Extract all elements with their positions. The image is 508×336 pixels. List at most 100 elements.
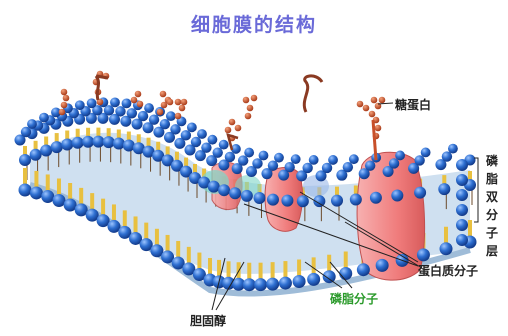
head-ball — [421, 148, 431, 158]
head-ball — [39, 113, 49, 123]
head-ball — [110, 97, 120, 107]
head-ball — [92, 136, 104, 148]
head-ball — [243, 278, 256, 291]
head-ball — [51, 141, 63, 153]
head-ball — [19, 154, 31, 166]
head-ball — [87, 98, 97, 108]
sugar-bead — [181, 99, 188, 106]
head-ball — [238, 155, 248, 165]
head-ball — [302, 163, 312, 173]
head-ball — [41, 190, 54, 203]
head-ball — [365, 160, 375, 170]
sugar-bead — [363, 105, 370, 112]
head-ball — [201, 142, 211, 152]
head-ball — [370, 192, 382, 204]
sugar-bead — [175, 113, 182, 120]
head-ball — [357, 263, 370, 276]
head-ball — [218, 184, 230, 196]
sugar-bead — [225, 127, 232, 134]
head-ball — [448, 144, 458, 154]
sugar-bead — [63, 95, 70, 102]
head-ball — [21, 127, 31, 137]
label-phospholipid-molecule: 磷脂分子 — [330, 290, 378, 307]
sugar-bead — [137, 101, 144, 108]
head-ball — [241, 190, 253, 202]
head-ball — [259, 151, 269, 161]
head-ball — [64, 198, 77, 211]
head-ball — [279, 277, 292, 290]
head-ball — [343, 162, 353, 172]
head-ball — [456, 189, 468, 201]
head-ball — [225, 152, 235, 162]
head-ball — [438, 183, 450, 195]
head-ball — [115, 106, 125, 116]
sugar-bead — [175, 99, 182, 106]
head-ball — [291, 154, 301, 164]
head-ball — [456, 219, 468, 231]
sugar-bead — [375, 125, 382, 132]
sugar-stalk — [96, 76, 108, 100]
head-ball — [75, 100, 85, 110]
label-cholesterol: 胆固醇 — [190, 312, 226, 329]
head-ball — [27, 119, 37, 129]
head-ball — [297, 195, 309, 207]
label-glycoprotein: 糖蛋白 — [395, 96, 431, 113]
head-ball — [456, 159, 468, 171]
label-protein-molecule: 蛋白质分子 — [418, 262, 478, 279]
head-ball — [323, 270, 336, 283]
head-ball — [244, 148, 254, 158]
sugar-bead — [243, 97, 250, 104]
sugar-bead — [369, 111, 376, 118]
head-ball — [138, 111, 148, 121]
head-ball — [208, 135, 218, 145]
sugar-bead — [371, 97, 378, 104]
head-ball — [389, 158, 399, 168]
sugar-bead — [379, 97, 386, 104]
sugar-bead — [157, 109, 164, 116]
label-phospholipid-bilayer: 磷脂双分子层 — [484, 152, 500, 260]
head-ball — [166, 111, 176, 121]
head-ball — [72, 137, 84, 149]
head-ball — [253, 192, 265, 204]
head-ball — [30, 186, 43, 199]
sugar-bead — [135, 91, 142, 98]
head-ball — [339, 267, 352, 280]
head-ball — [307, 273, 320, 286]
head-ball — [82, 136, 94, 148]
head-ball — [414, 155, 424, 165]
head-ball — [376, 259, 389, 272]
head-ball — [170, 124, 180, 134]
head-ball — [456, 204, 468, 216]
head-ball — [268, 160, 278, 170]
head-ball — [219, 140, 229, 150]
sugar-bead — [357, 101, 364, 108]
head-ball — [103, 136, 115, 148]
head-ball — [267, 194, 279, 206]
head-ball — [309, 155, 319, 165]
head-ball — [160, 119, 170, 129]
head-ball — [208, 181, 220, 193]
head-ball — [284, 162, 294, 172]
head-ball — [456, 174, 468, 186]
sugar-bead — [61, 89, 68, 96]
sugar-bead — [131, 97, 138, 104]
head-ball — [281, 195, 293, 207]
head-ball — [40, 145, 52, 157]
head-ball — [149, 115, 159, 125]
head-ball — [52, 194, 65, 207]
sugar-bead — [160, 91, 167, 98]
head-ball — [254, 278, 267, 291]
sugar-bead — [247, 105, 254, 112]
head-ball — [252, 158, 262, 168]
head-ball — [391, 189, 403, 201]
head-ball — [440, 242, 453, 255]
head-ball — [349, 154, 359, 164]
head-ball — [61, 138, 73, 150]
head-ball — [30, 149, 42, 161]
head-ball — [350, 193, 362, 205]
sugar-bead — [251, 95, 258, 102]
head-ball — [191, 137, 201, 147]
head-ball — [322, 163, 332, 173]
head-ball — [122, 98, 132, 108]
sugar-bead — [229, 119, 236, 126]
